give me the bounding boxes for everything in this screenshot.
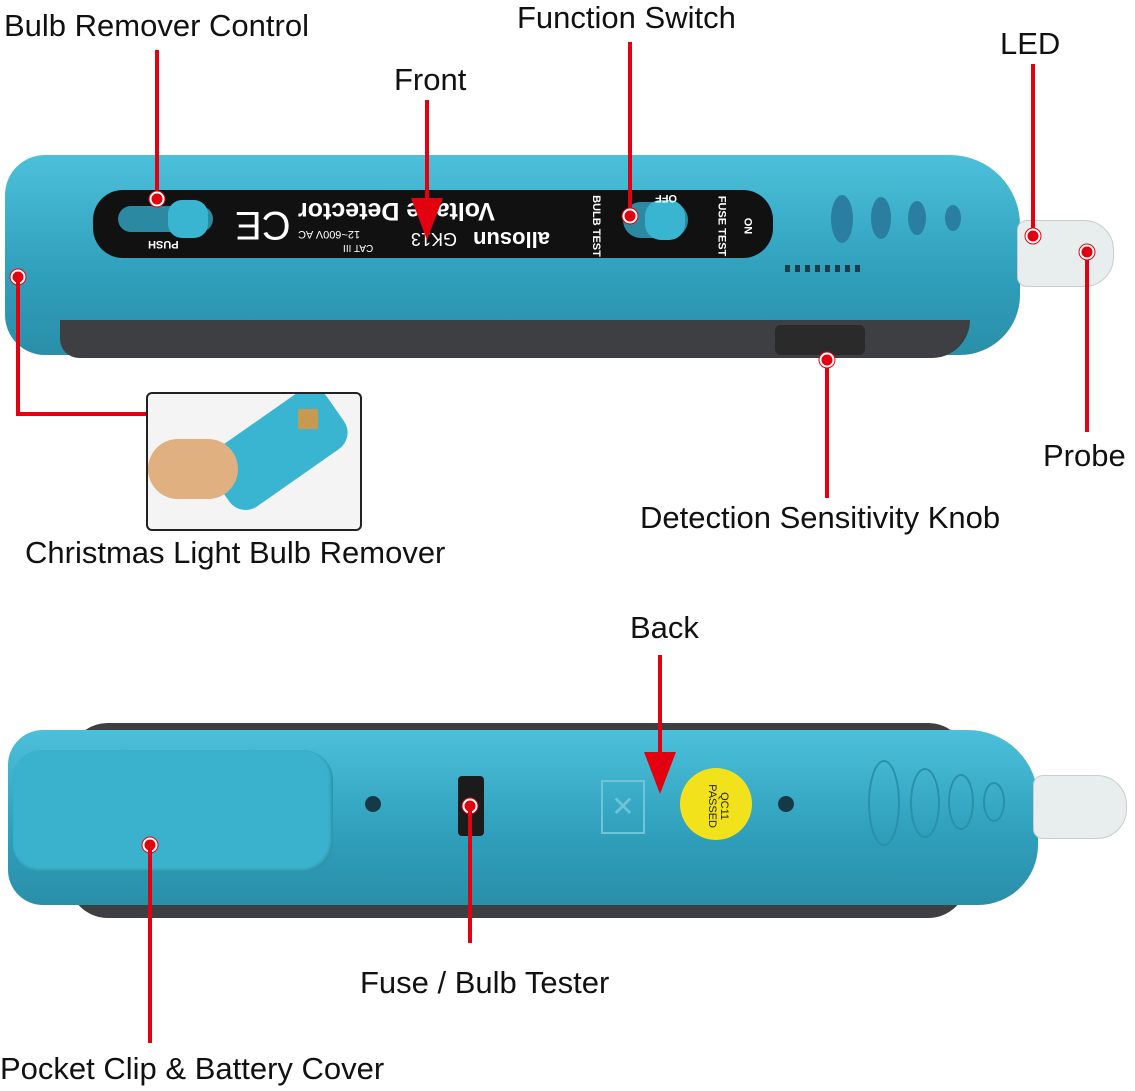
callout-dot bbox=[1079, 244, 1095, 260]
speaker-grille bbox=[785, 265, 860, 272]
cat-text: CAT III bbox=[343, 242, 374, 253]
label-probe: Probe bbox=[1043, 438, 1126, 473]
leader-line bbox=[16, 277, 20, 415]
sticker-passed-text: PASSED bbox=[706, 784, 718, 828]
leader-line bbox=[825, 360, 829, 498]
leader-line bbox=[155, 50, 159, 198]
label-front: Front bbox=[394, 62, 467, 97]
on-text: ON bbox=[741, 217, 754, 235]
label-christmas-bulb-remover: Christmas Light Bulb Remover bbox=[25, 535, 446, 570]
arrow-shaft bbox=[425, 100, 429, 200]
leader-line bbox=[1031, 64, 1035, 236]
front-device: PUSH CE Voltage Detector allosun GK13 12… bbox=[5, 155, 1114, 360]
leader-line bbox=[16, 412, 146, 416]
callout-dot bbox=[1025, 228, 1041, 244]
recycle-bin-icon: ✕ bbox=[601, 780, 645, 834]
indicator-oval bbox=[908, 201, 926, 235]
push-text: PUSH bbox=[148, 238, 179, 250]
label-detection-knob: Detection Sensitivity Knob bbox=[640, 500, 1001, 535]
indicator-oval bbox=[945, 205, 961, 231]
sticker-qc-text: QC11 bbox=[718, 792, 731, 821]
front-arrow-icon bbox=[411, 198, 443, 240]
indicator-oval bbox=[910, 768, 940, 838]
label-pocket-clip: Pocket Clip & Battery Cover bbox=[0, 1051, 385, 1086]
label-bulb-remover-control: Bulb Remover Control bbox=[4, 8, 309, 43]
arrow-shaft bbox=[658, 655, 662, 755]
callout-dot bbox=[149, 191, 165, 207]
rating-text: 12~600V AC bbox=[298, 228, 361, 240]
brand-text: allosun bbox=[473, 227, 551, 252]
product-text: Voltage Detector bbox=[298, 197, 495, 225]
qc-sticker: QC11 PASSED bbox=[680, 768, 752, 840]
leader-line bbox=[628, 42, 632, 215]
leader-line bbox=[148, 845, 152, 1043]
bulb-test-text: BULB TEST bbox=[589, 195, 602, 257]
indicator-oval bbox=[831, 195, 853, 243]
label-led: LED bbox=[1000, 26, 1061, 61]
label-function-switch: Function Switch bbox=[517, 0, 736, 35]
label-fuse-bulb-tester: Fuse / Bulb Tester bbox=[360, 965, 610, 1000]
fuse-test-text: FUSE TEST bbox=[715, 195, 728, 257]
back-device: ✕ QC11 PASSED bbox=[8, 718, 1133, 923]
screw-hole bbox=[778, 796, 794, 812]
off-text: OFF bbox=[655, 192, 677, 204]
ce-mark: CE bbox=[235, 203, 291, 247]
callout-dot bbox=[622, 208, 638, 224]
indicator-oval bbox=[983, 782, 1005, 822]
leader-line bbox=[1085, 252, 1089, 432]
leader-line bbox=[468, 806, 472, 943]
back-arrow-icon bbox=[644, 752, 676, 794]
pocket-clip[interactable] bbox=[13, 750, 333, 872]
probe-tip bbox=[1033, 775, 1127, 839]
bulb-remover-inset-photo bbox=[146, 392, 362, 531]
indicator-oval bbox=[868, 760, 900, 846]
callout-dot bbox=[819, 352, 835, 368]
indicator-oval bbox=[871, 197, 891, 239]
screw-hole bbox=[365, 796, 381, 812]
bulb-remover-slider[interactable] bbox=[168, 200, 208, 238]
indicator-oval bbox=[948, 774, 974, 830]
label-back: Back bbox=[630, 610, 699, 645]
sensitivity-knob[interactable] bbox=[775, 325, 865, 355]
label-panel: PUSH CE Voltage Detector allosun GK13 12… bbox=[93, 190, 773, 258]
